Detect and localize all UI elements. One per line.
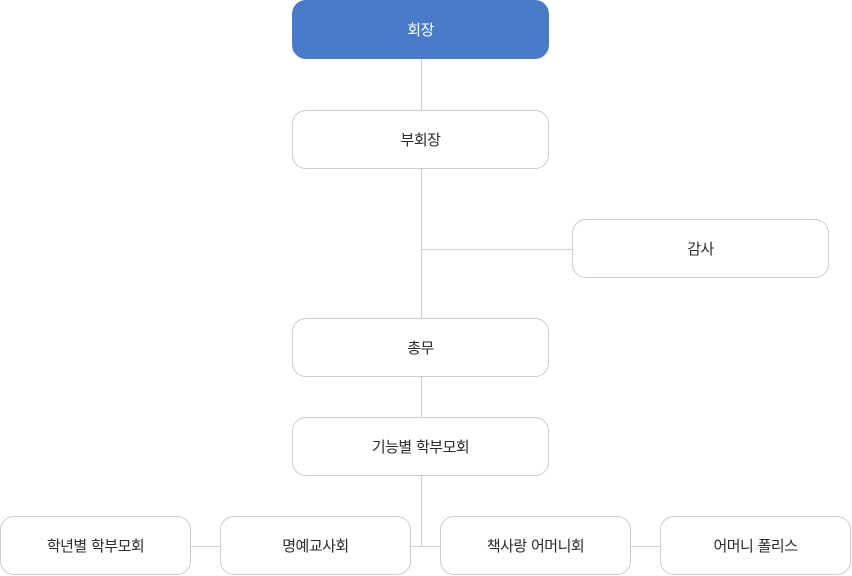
node-auditor-label: 감사 [687,240,714,258]
node-general-affairs-label: 총무 [407,339,434,357]
connector-functional-committees [421,476,422,546]
node-book-lovers-mothers: 책사랑 어머니회 [440,516,631,575]
connector-bottom-row [190,546,662,547]
node-vice-president: 부회장 [292,110,549,169]
node-honorary-teachers: 명예교사회 [220,516,411,575]
node-vice-president-label: 부회장 [400,131,441,149]
node-functional-committee-label: 기능별 학부모회 [371,438,470,456]
node-honorary-teachers-label: 명예교사회 [282,537,349,555]
node-grade-committee: 학년별 학부모회 [0,516,191,575]
node-grade-committee-label: 학년별 학부모회 [46,537,145,555]
connector-general-functional [421,377,422,417]
node-functional-committee: 기능별 학부모회 [292,417,549,476]
connector-president-vice [421,59,422,110]
node-president: 회장 [292,0,549,59]
node-general-affairs: 총무 [292,318,549,377]
node-mothers-police-label: 어머니 폴리스 [713,537,798,555]
connector-auditor-branch [421,249,573,250]
node-president-label: 회장 [407,21,434,39]
node-mothers-police: 어머니 폴리스 [660,516,851,575]
node-auditor: 감사 [572,219,829,278]
connector-vice-general [421,169,422,318]
node-book-lovers-mothers-label: 책사랑 어머니회 [486,537,585,555]
